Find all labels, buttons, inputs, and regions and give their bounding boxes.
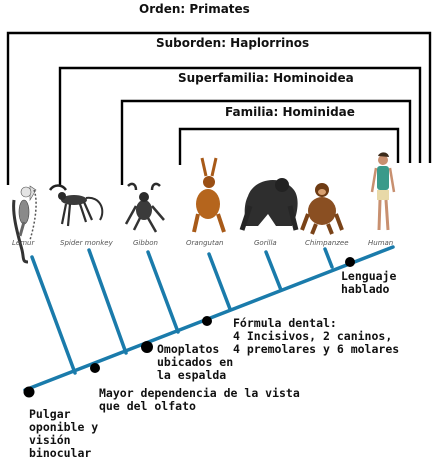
node-vision xyxy=(90,363,100,373)
species-label-gibbon: Gibbon xyxy=(133,239,158,247)
node-binocular xyxy=(23,386,35,398)
species-label-lemur: Lemur xyxy=(12,239,35,247)
trait-dental-label: Fórmula dental: 4 Incisivos, 2 caninos, … xyxy=(233,316,400,356)
node-shoulder xyxy=(141,341,153,353)
rank-superfamily-label: Superfamilia: Hominoidea xyxy=(175,71,357,85)
species-label-orangutan: Orangutan xyxy=(186,239,224,247)
trait-language-label: Lenguaje hablado xyxy=(341,269,397,296)
lemur-icon xyxy=(12,185,37,264)
rank-family-label: Familia: Hominidae xyxy=(222,105,358,119)
gorilla-icon xyxy=(239,178,299,231)
family-bracket xyxy=(178,127,400,165)
species-label-human: Human xyxy=(368,239,394,247)
branch-gibbon xyxy=(146,250,180,334)
species-label-gorilla: Gorilla xyxy=(254,239,277,247)
branch-orangutan xyxy=(207,252,232,311)
superfamily-bracket xyxy=(120,99,412,185)
species-label-spider-monkey: Spider monkey xyxy=(60,239,113,247)
trait-vision-label: Mayor dependencia de la vista que del ol… xyxy=(99,386,300,413)
branch-chimpanzee xyxy=(323,247,334,269)
order-bracket xyxy=(6,31,432,185)
trait-binocular-label: Pulgar oponible y visión binocular xyxy=(29,407,99,460)
gibbon-icon xyxy=(124,182,165,233)
species-label-chimpanzee: Chimpanzee xyxy=(305,239,349,247)
rank-suborder-label: Suborden: Haplorrinos xyxy=(153,36,313,50)
node-dental xyxy=(202,316,212,326)
spider-monkey-icon xyxy=(48,184,104,227)
branch-spider-monkey xyxy=(87,248,128,355)
suborder-bracket xyxy=(58,66,422,185)
orangutan-icon xyxy=(192,157,226,233)
rank-brackets xyxy=(6,31,432,185)
human-icon xyxy=(370,152,396,231)
node-language xyxy=(345,257,355,267)
branch-gorilla xyxy=(264,250,283,292)
chimpanzee-icon xyxy=(300,183,344,235)
trait-nodes xyxy=(23,257,355,398)
rank-order-label: Orden: Primates xyxy=(136,2,253,16)
branch-lemur xyxy=(30,255,77,375)
trait-shoulder-label: Omoplatos ubicados en la espalda xyxy=(157,342,234,382)
